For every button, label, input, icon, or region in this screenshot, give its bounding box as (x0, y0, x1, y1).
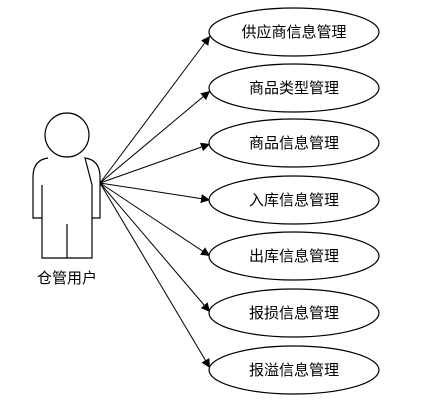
use-case-ellipse (208, 175, 380, 225)
use-case-label: 供应商信息管理 (241, 23, 346, 41)
use-case-label: 入库信息管理 (249, 191, 339, 209)
use-case-ellipse (208, 288, 380, 338)
use-case-label: 报溢信息管理 (249, 361, 339, 379)
actor: 仓管用户 (32, 112, 101, 287)
use-case-ellipse (208, 7, 380, 57)
use-case-label: 报损信息管理 (249, 304, 339, 322)
use-case: 供应商信息管理 (208, 7, 380, 57)
use-case-ellipse (208, 118, 380, 168)
use-case: 报损信息管理 (208, 288, 380, 338)
use-case-ellipse (208, 231, 380, 281)
actor-head (44, 112, 90, 158)
use-case-label: 商品类型管理 (249, 79, 339, 97)
use-case-label: 商品信息管理 (249, 134, 339, 152)
connector (99, 182, 211, 313)
connector (99, 90, 211, 184)
connector (99, 35, 211, 184)
use-case: 报溢信息管理 (208, 345, 380, 395)
use-case: 商品信息管理 (208, 118, 380, 168)
connector (99, 182, 211, 204)
connector (99, 182, 211, 369)
connectors (99, 35, 211, 369)
use-case: 出库信息管理 (208, 231, 380, 281)
connector (99, 142, 211, 184)
use-case-ellipse (208, 345, 380, 395)
actor-label: 仓管用户 (37, 269, 97, 287)
use-case-ellipse (208, 63, 380, 113)
use-case: 商品类型管理 (208, 63, 380, 113)
use-case: 入库信息管理 (208, 175, 380, 225)
use-case-label: 出库信息管理 (249, 247, 339, 265)
connector (99, 182, 211, 257)
